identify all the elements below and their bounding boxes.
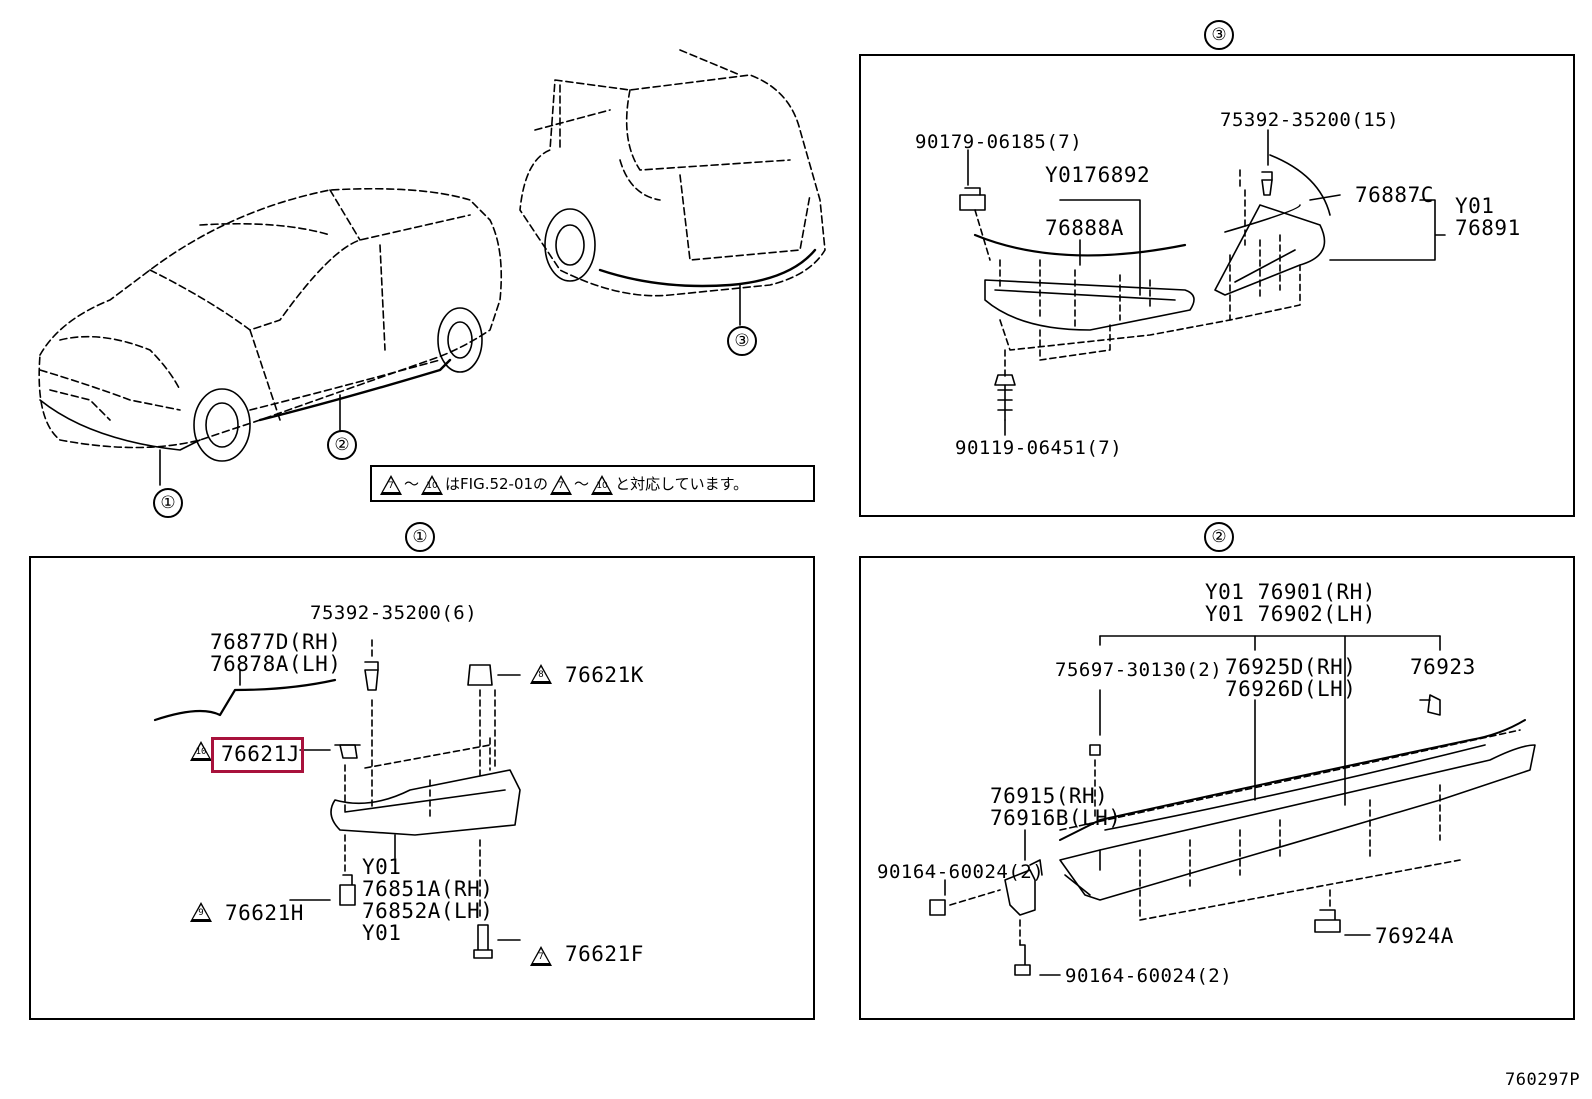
ref-triangle-icon: 9 — [190, 901, 212, 922]
ref-triangle-icon: 8 — [530, 663, 552, 684]
panel-rear-spoiler — [859, 54, 1575, 517]
part-label[interactable]: 76891 — [1455, 216, 1521, 240]
part-label[interactable]: Y01 — [362, 921, 402, 945]
part-label[interactable]: Y01 76901(RH) — [1205, 580, 1376, 604]
ref-triangle-icon: 10 — [190, 740, 212, 761]
highlight-box — [211, 737, 304, 773]
part-label[interactable]: 76851A(RH) — [362, 877, 494, 901]
callout-3-car: ③ — [727, 326, 757, 356]
ref-triangle-icon: 10 — [421, 474, 444, 495]
part-label[interactable]: 76887C — [1355, 183, 1434, 207]
part-label[interactable]: 76621K — [565, 663, 644, 687]
part-label[interactable]: 76888A — [1045, 216, 1124, 240]
part-label[interactable]: Y01 — [1455, 194, 1495, 218]
ref-8: 8 — [530, 663, 552, 684]
car-front-illustration — [38, 187, 502, 449]
car-rear-illustration — [519, 49, 826, 297]
ref-triangle-icon: 7 — [380, 474, 402, 495]
part-label[interactable]: 76878A(LH) — [210, 652, 342, 676]
panel-2-title: ② — [1204, 522, 1234, 552]
part-label[interactable]: 76924A — [1375, 924, 1454, 948]
panel-1-title: ① — [405, 522, 435, 552]
side-skirt-hint — [258, 358, 452, 422]
part-label[interactable]: 76925D(RH) — [1225, 655, 1357, 679]
note-tilde: 〜 — [404, 475, 420, 493]
ref-triangle-icon: 10 — [591, 474, 614, 495]
callout-1-car: ① — [153, 488, 183, 518]
panel2-parts — [929, 635, 1536, 976]
part-label[interactable]: 76923 — [1410, 655, 1476, 679]
ref-10: 10 — [190, 740, 212, 761]
part-label[interactable]: 76852A(LH) — [362, 899, 494, 923]
rear-spoiler-hint — [598, 248, 817, 288]
part-label[interactable]: 90119-06451(7) — [955, 437, 1123, 459]
ref-triangle-icon: 7 — [550, 474, 573, 495]
part-label[interactable]: Y01 — [362, 855, 402, 879]
car-rear-wheel — [544, 208, 596, 282]
panel3-parts — [959, 129, 1446, 436]
panel-side-skirt — [859, 556, 1575, 1020]
diagram-code: 760297P — [1505, 1070, 1581, 1090]
car-front-wheels — [193, 307, 483, 462]
part-label[interactable]: 75392-35200(6) — [310, 602, 478, 624]
note-text: はFIG.52-01の — [445, 475, 549, 493]
part-label[interactable]: 90179-06185(7) — [915, 131, 1083, 153]
panel1-parts — [153, 639, 521, 959]
callout-2-car: ② — [327, 430, 357, 460]
panel-front-spoiler — [29, 556, 815, 1020]
part-label[interactable]: 76621H — [225, 901, 304, 925]
part-label-selected[interactable]: 76621J — [221, 742, 300, 766]
note-suffix: と対応しています。 — [615, 475, 749, 493]
part-label[interactable]: 90164-60024(2) — [877, 861, 1045, 883]
ref-9: 9 — [190, 901, 212, 922]
part-label[interactable]: 76916B(LH) — [990, 806, 1122, 830]
part-label[interactable]: 76877D(RH) — [210, 630, 342, 654]
part-label[interactable]: 75392-35200(15) — [1220, 109, 1400, 131]
front-spoiler-hint — [39, 399, 201, 451]
part-label[interactable]: Y0176892 — [1045, 163, 1151, 187]
part-label[interactable]: Y01 76902(LH) — [1205, 602, 1376, 626]
part-label[interactable]: 76915(RH) — [990, 784, 1109, 808]
ref-triangle-icon: 7 — [530, 945, 552, 966]
part-label[interactable]: 76926D(LH) — [1225, 677, 1357, 701]
note-tilde: 〜 — [574, 475, 590, 493]
ref-7: 7 — [530, 945, 552, 966]
panel-3-title: ③ — [1204, 20, 1234, 50]
part-label[interactable]: 76621F — [565, 942, 644, 966]
part-label[interactable]: 90164-60024(2) — [1065, 965, 1233, 987]
part-label[interactable]: 75697-30130(2) — [1055, 659, 1223, 681]
